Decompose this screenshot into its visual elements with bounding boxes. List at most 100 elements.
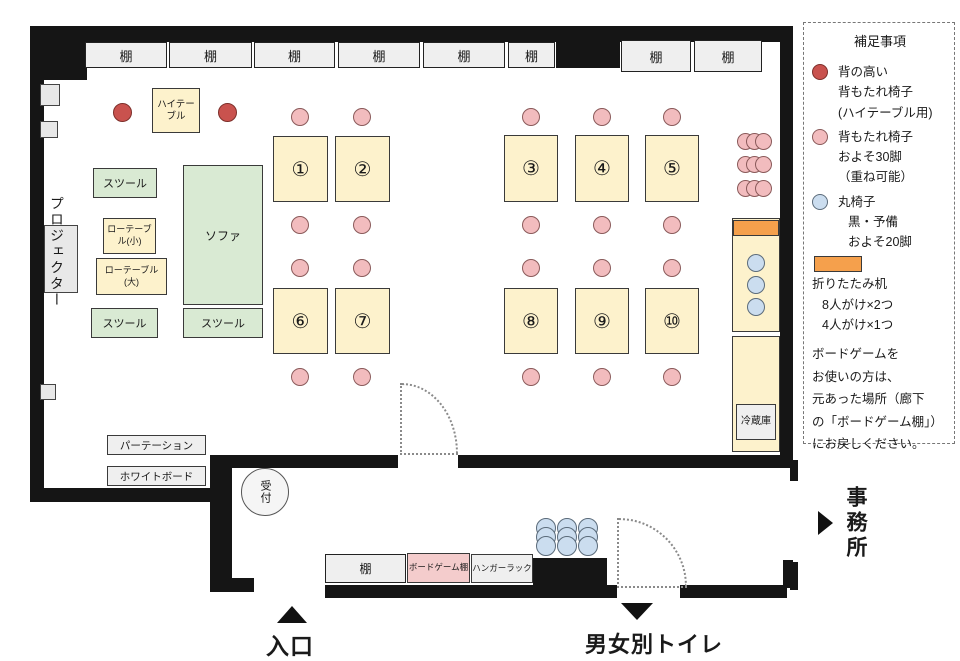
hanger-rack-label: ハンガーラック bbox=[472, 562, 532, 573]
shelf-top-right-1: 棚 bbox=[621, 40, 691, 72]
legend-line: 折りたたみ机 bbox=[812, 277, 888, 292]
round-chair-blue bbox=[747, 276, 765, 294]
red-chair bbox=[218, 103, 237, 122]
shelf-label: 棚 bbox=[287, 48, 301, 64]
stacked-pink-chair bbox=[755, 133, 772, 150]
shelf-label: 棚 bbox=[359, 562, 372, 576]
wall-top-center-pillar bbox=[556, 26, 620, 68]
table-1: ① bbox=[273, 136, 328, 202]
table-number: ⑥ bbox=[291, 310, 310, 333]
sofa: ソファ bbox=[183, 165, 263, 305]
legend-line: 背もたれ椅子 bbox=[838, 85, 914, 100]
wall-left bbox=[30, 26, 44, 502]
table-10: ⑩ bbox=[645, 288, 699, 354]
table-number: ⑩ bbox=[663, 310, 681, 333]
round-chair-blue bbox=[747, 298, 765, 316]
wall-fixture-2 bbox=[40, 121, 58, 138]
pink-chair bbox=[663, 259, 681, 277]
shelf-label: 棚 bbox=[119, 48, 133, 64]
wall-main-bottom-left bbox=[210, 455, 398, 468]
partition: パーテーション bbox=[107, 435, 206, 455]
shelf-label: 棚 bbox=[649, 49, 663, 65]
shelf-corridor: 棚 bbox=[325, 554, 406, 583]
legend-panel: 補足事項 背の高い 背もたれ椅子 (ハイテーブル用) 背もたれ椅子 およそ30脚… bbox=[803, 22, 955, 451]
shelf-top-2: 棚 bbox=[169, 42, 252, 68]
shelf-top-5: 棚 bbox=[423, 42, 505, 68]
table-number: ⑦ bbox=[353, 310, 372, 333]
wall-right bbox=[780, 26, 793, 462]
table-2: ② bbox=[335, 136, 390, 202]
legend-item-round-chair: 丸椅子 黒・予備 およそ20脚 bbox=[812, 192, 948, 253]
blue-chair-icon bbox=[812, 192, 838, 253]
table-number: ⑨ bbox=[593, 310, 611, 333]
door-corridor bbox=[617, 518, 687, 588]
legend-line: 背もたれ椅子 bbox=[838, 129, 914, 144]
stool-label: スツール bbox=[102, 318, 147, 330]
pink-chair-icon bbox=[812, 127, 838, 188]
round-chair-blue bbox=[747, 254, 765, 272]
wall-office-top bbox=[790, 460, 798, 481]
legend-line: およそ20脚 bbox=[848, 235, 912, 250]
pink-chair bbox=[353, 368, 371, 386]
legend-line: （重ね可能） bbox=[838, 170, 914, 185]
pink-chair bbox=[663, 108, 681, 126]
reception-label: 受付 bbox=[259, 480, 271, 504]
table-number: ④ bbox=[593, 158, 611, 180]
high-table-label: ハイテーブル bbox=[157, 99, 195, 122]
wall-corridor-bottom-stub bbox=[210, 578, 254, 592]
shelf-label: 棚 bbox=[524, 48, 538, 64]
shelf-top-right-2: 棚 bbox=[694, 40, 762, 72]
wall-office-bottom bbox=[790, 562, 798, 590]
legend-line: 8人がけ×2つ bbox=[822, 297, 894, 312]
legend-note-line: 元あった場所（廊下 bbox=[812, 392, 925, 407]
shelf-top-3: 棚 bbox=[254, 42, 335, 68]
legend-line: 背の高い bbox=[838, 65, 889, 80]
high-table: ハイテーブル bbox=[152, 88, 200, 133]
whiteboard-label: ホワイトボード bbox=[119, 470, 194, 483]
low-table-small-label: ローテーブル(小) bbox=[107, 224, 152, 246]
folding-table-icon bbox=[814, 256, 862, 273]
shelf-top-6: 棚 bbox=[508, 42, 555, 68]
table-4: ④ bbox=[575, 135, 629, 202]
pink-chair bbox=[663, 216, 681, 234]
stool-label: スツール bbox=[201, 318, 245, 330]
projector-screen bbox=[44, 225, 78, 293]
stacked-blue-chair bbox=[578, 536, 598, 556]
low-table-large-label: ローテーブル(大) bbox=[104, 264, 159, 287]
board-game-shelf-label: ボードゲーム棚 bbox=[408, 562, 469, 573]
legend-line: およそ30脚 bbox=[838, 150, 902, 165]
legend-line: 丸椅子 bbox=[838, 194, 876, 209]
wall-main-bottom-right bbox=[458, 455, 793, 468]
table-8: ⑧ bbox=[504, 288, 558, 354]
table-number: ⑧ bbox=[522, 310, 540, 333]
folding-table-top bbox=[733, 220, 779, 236]
legend-note-line: にお戻しください。 bbox=[812, 437, 925, 452]
table-6: ⑥ bbox=[273, 288, 328, 354]
shelf-label: 棚 bbox=[457, 48, 471, 64]
wall-chair-ledge bbox=[533, 558, 607, 588]
pink-chair bbox=[353, 108, 371, 126]
table-number: ⑤ bbox=[663, 158, 681, 180]
partition-label: パーテーション bbox=[119, 439, 194, 452]
wall-corridor-right-jut bbox=[783, 560, 793, 588]
legend-line: 黒・予備 bbox=[848, 214, 899, 229]
table-9: ⑨ bbox=[575, 288, 629, 354]
wall-corridor-left bbox=[210, 455, 232, 592]
pink-chair bbox=[353, 216, 371, 234]
wall-corridor-bottom-b bbox=[680, 585, 787, 598]
reception-desk: 受付 bbox=[241, 468, 289, 516]
wall-corridor-bottom-a bbox=[325, 585, 617, 598]
stool-2: スツール bbox=[91, 308, 158, 338]
low-table-large: ローテーブル(大) bbox=[96, 258, 167, 295]
office-label: 事務所 bbox=[844, 486, 867, 561]
stool-1: スツール bbox=[93, 168, 157, 198]
red-chair-icon bbox=[812, 62, 838, 123]
pink-chair bbox=[291, 216, 309, 234]
door-swing-arc bbox=[402, 383, 458, 453]
legend-title: 補足事項 bbox=[853, 34, 906, 49]
door-swing-arc bbox=[619, 518, 687, 586]
stacked-blue-chair bbox=[557, 536, 577, 556]
stool-3: スツール bbox=[183, 308, 263, 338]
pink-chair bbox=[291, 259, 309, 277]
fridge-label: 冷蔵庫 bbox=[741, 415, 771, 427]
